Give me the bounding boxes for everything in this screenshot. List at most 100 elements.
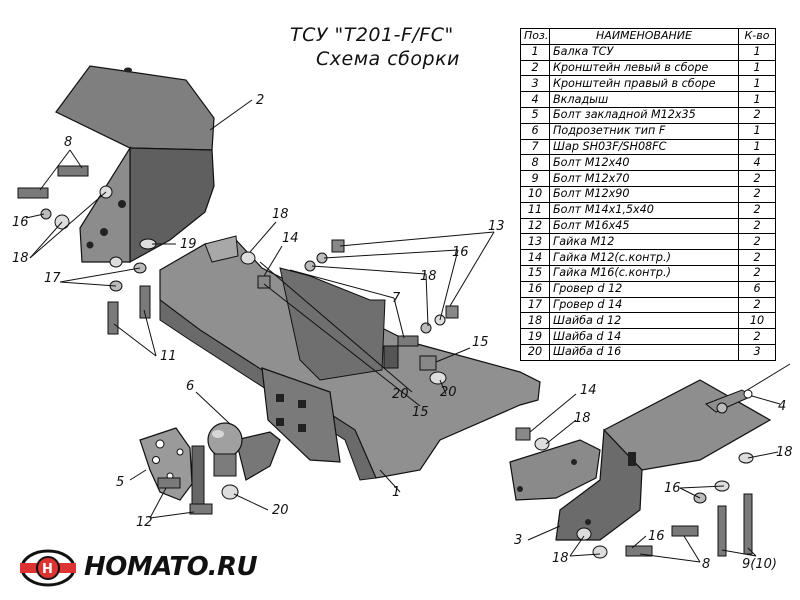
cell-qty: 2 bbox=[738, 296, 776, 314]
callout-16-bottom: 16 bbox=[648, 529, 665, 544]
cell-name: Шайба d 12 bbox=[549, 312, 739, 330]
cell-pos: 19 bbox=[520, 328, 550, 345]
cell-qty: 2 bbox=[738, 106, 776, 124]
cell-pos: 9 bbox=[520, 170, 550, 187]
leader-lines bbox=[25, 99, 781, 563]
cell-name: Гровер d 12 bbox=[549, 280, 739, 298]
cell-name: Болт закладной M12x35 bbox=[549, 106, 739, 124]
cell-name: Шар SH03F/SH08FC bbox=[549, 138, 739, 156]
cell-name: Гайка M12 bbox=[549, 233, 739, 251]
cell-qty: 2 bbox=[738, 217, 776, 235]
cell-pos: 12 bbox=[520, 217, 550, 235]
fasteners bbox=[17, 165, 754, 559]
diagram-title: ТСУ "T201-F/FC" bbox=[290, 24, 454, 46]
cell-qty: 1 bbox=[738, 59, 776, 77]
callout-1: 1 bbox=[392, 485, 400, 500]
cell-pos: 14 bbox=[520, 249, 550, 266]
callout-19: 19 bbox=[180, 237, 197, 252]
cell-pos: 1 bbox=[520, 43, 550, 61]
cell-name: Балка ТСУ bbox=[549, 43, 739, 61]
cell-qty: 1 bbox=[738, 91, 776, 108]
logo-icon: H bbox=[20, 549, 76, 587]
cell-pos: 3 bbox=[520, 75, 550, 93]
diagram-subtitle: Схема сборки bbox=[316, 48, 460, 70]
cell-qty: 1 bbox=[738, 43, 776, 61]
callout-6: 5 bbox=[116, 475, 124, 490]
callout-numbers: 8 16 18 2 17 19 11 18 14 13 16 18 7 15 2… bbox=[12, 93, 793, 572]
cell-qty: 2 bbox=[738, 233, 776, 251]
callout-14-right: 14 bbox=[580, 383, 597, 398]
cell-qty: 2 bbox=[738, 328, 776, 345]
cell-pos: 11 bbox=[520, 201, 550, 219]
cell-name: Шайба d 16 bbox=[549, 343, 739, 361]
callout-14-top: 14 bbox=[282, 231, 299, 246]
cell-name: Гайка M12(с.контр.) bbox=[549, 249, 739, 266]
cell-qty: 3 bbox=[738, 343, 776, 361]
callout-16-left: 16 bbox=[12, 215, 29, 230]
cell-qty: 2 bbox=[738, 170, 776, 187]
cell-qty: 10 bbox=[738, 312, 776, 330]
cell-pos: 6 bbox=[520, 122, 550, 140]
tow-ball-part bbox=[207, 422, 281, 481]
header-pos: Поз. bbox=[520, 28, 550, 45]
cell-name: Болт M12x40 bbox=[549, 154, 739, 172]
cell-name: Гровер d 14 bbox=[549, 296, 739, 314]
callout-7: 6 bbox=[186, 379, 194, 394]
cell-qty: 2 bbox=[738, 249, 776, 266]
cell-qty: 6 bbox=[738, 280, 776, 298]
cell-pos: 13 bbox=[520, 233, 550, 251]
cell-name: Кронштейн правый в сборе bbox=[549, 75, 739, 93]
cell-pos: 5 bbox=[520, 106, 550, 124]
callout-16-right: 16 bbox=[664, 481, 681, 496]
callout-15-right: 15 bbox=[472, 335, 489, 350]
callout-18-far-right: 18 bbox=[776, 445, 793, 460]
cell-pos: 8 bbox=[520, 154, 550, 172]
callout-16-top: 16 bbox=[452, 245, 469, 260]
cell-pos: 7 bbox=[520, 138, 550, 156]
cell-name: Шайба d 14 bbox=[549, 328, 739, 345]
cell-qty: 4 bbox=[738, 154, 776, 172]
cell-pos: 15 bbox=[520, 264, 550, 282]
callout-18-left: 18 bbox=[12, 251, 29, 266]
cell-pos: 2 bbox=[520, 59, 550, 77]
callout-18-bottom: 18 bbox=[552, 551, 569, 566]
cell-qty: 1 bbox=[738, 122, 776, 140]
cell-name: Подрозетник тип F bbox=[549, 122, 739, 140]
parts-table-header: Поз. НАИМЕНОВАНИЕ К-во bbox=[520, 28, 776, 45]
cell-name: Вкладыш bbox=[549, 91, 739, 108]
cell-pos: 20 bbox=[520, 343, 550, 361]
callout-8-right: 8 bbox=[702, 557, 710, 572]
callout-20-mid: 20 bbox=[392, 387, 409, 402]
callout-18-right: 18 bbox=[574, 411, 591, 426]
cell-qty: 2 bbox=[738, 185, 776, 203]
callout-9-10: 9(10) bbox=[742, 557, 777, 572]
cell-name: Болт M14x1,5x40 bbox=[549, 201, 739, 219]
cell-qty: 1 bbox=[738, 138, 776, 156]
callout-12: 12 bbox=[136, 515, 153, 530]
cell-qty: 2 bbox=[738, 264, 776, 282]
callout-17: 17 bbox=[44, 271, 61, 286]
cell-pos: 10 bbox=[520, 185, 550, 203]
cell-qty: 1 bbox=[738, 75, 776, 93]
callout-15-mid: 15 bbox=[412, 405, 429, 420]
